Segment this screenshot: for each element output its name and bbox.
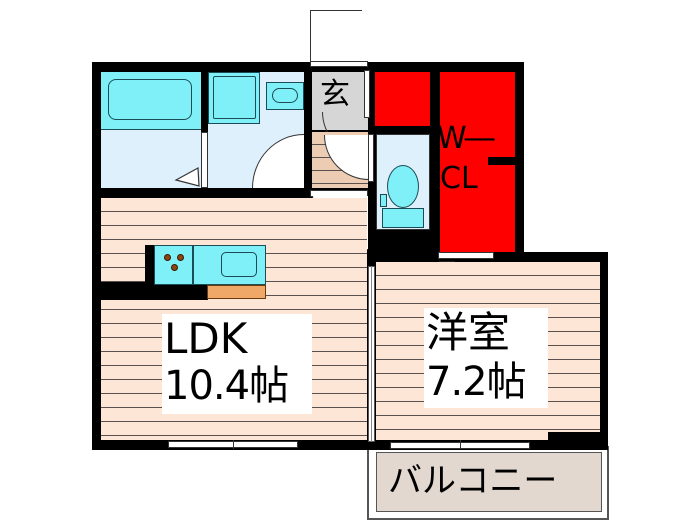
- western-label-box: [424, 308, 548, 408]
- stove-burner-icon: [177, 254, 184, 261]
- kitchen-counter-top: [207, 285, 266, 299]
- kitchen-wall-side: [145, 245, 155, 285]
- bathtub-icon: [108, 79, 192, 120]
- washing-machine-pan: [208, 72, 260, 124]
- walk-in-closet-shelf: [488, 157, 515, 165]
- ldk-window-mullion: [233, 440, 234, 449]
- wash-basin-icon: [272, 88, 298, 103]
- ldk-room-size: 10.4帖: [164, 363, 289, 409]
- stove-burner-icon: [164, 254, 171, 261]
- walk-in-closet-door[interactable]: [438, 252, 494, 259]
- kitchen-wall: [92, 282, 208, 300]
- bathroom-door[interactable]: [201, 132, 208, 188]
- stove-burner-icon: [171, 264, 178, 271]
- walk-in-closet-label-line2: CL: [440, 161, 478, 196]
- walk-in-closet-label-line1: W―: [437, 121, 495, 156]
- toilet-bowl-icon: [387, 165, 419, 208]
- entrance-label: 玄: [320, 77, 350, 112]
- toilet-tank: [382, 208, 424, 228]
- ldk-label-box: [162, 314, 312, 414]
- toilet-paper-icon: [380, 194, 387, 207]
- washing-machine-icon: [213, 76, 256, 119]
- stove-divider: [192, 245, 194, 285]
- western-room-pillar: [548, 432, 608, 450]
- closet-small: [375, 72, 430, 126]
- front-door[interactable]: [310, 10, 362, 62]
- toilet-door-edge: [368, 134, 374, 182]
- sliding-partition-line: [371, 266, 372, 442]
- western-window-mullion: [460, 440, 461, 449]
- western-room-name: 洋室: [426, 308, 511, 357]
- western-room-size: 7.2帖: [426, 359, 527, 405]
- shoe-cabinet-edge: [364, 70, 370, 118]
- balcony-label: バルコニー: [388, 461, 558, 501]
- front-door-line: [310, 61, 368, 67]
- sink-icon: [221, 252, 257, 277]
- balcony: [376, 452, 602, 512]
- front-door-frame: [310, 10, 312, 62]
- hallway-separator: [310, 190, 368, 197]
- ldk-room-name: LDK: [164, 314, 248, 363]
